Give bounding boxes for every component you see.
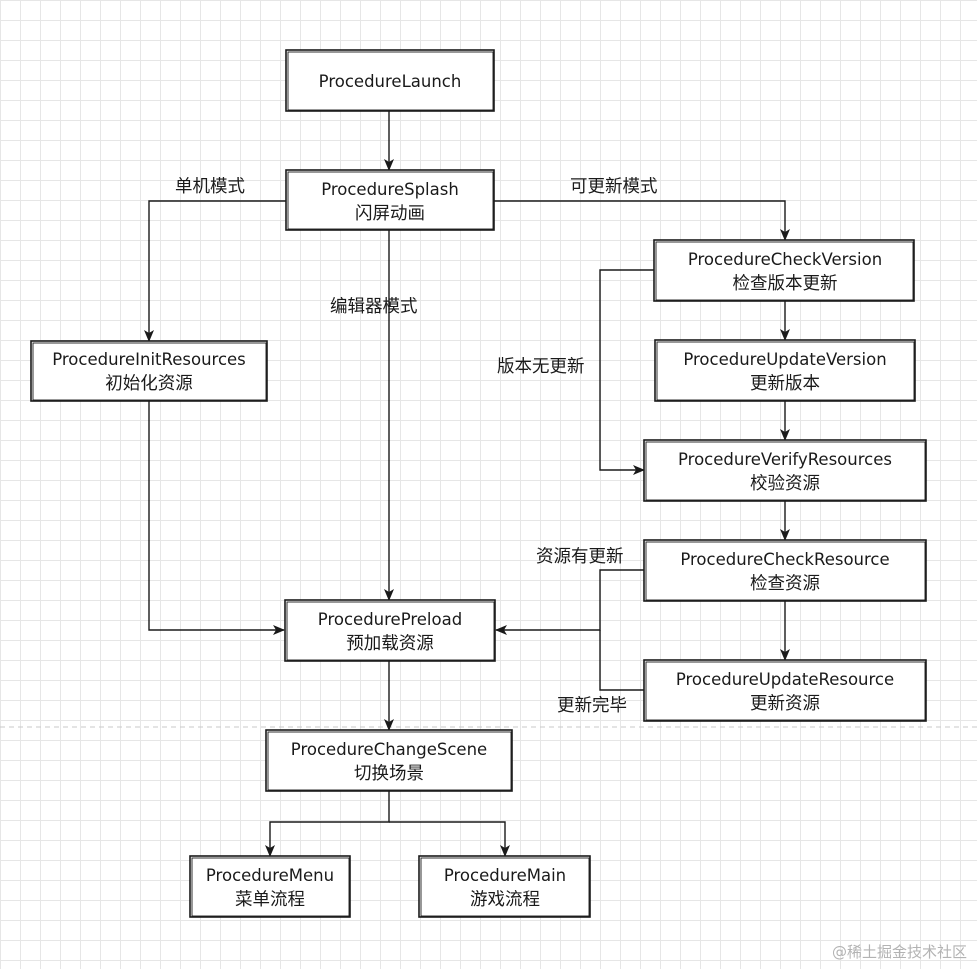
edges — [144, 111, 790, 857]
edge-change-scene-branch — [265, 791, 390, 857]
node-subtitle: 检查版本更新 — [733, 274, 838, 294]
node-subtitle: 初始化资源 — [105, 374, 193, 394]
node-subtitle: 菜单流程 — [235, 890, 305, 910]
node-title: ProcedureUpdateResource — [676, 670, 894, 689]
edge-check-resource-to-preload — [495, 569, 644, 635]
edge-change-scene-to-main — [389, 821, 510, 857]
node-title: ProcedureSplash — [321, 180, 459, 199]
node-subtitle: 游戏流程 — [470, 890, 540, 910]
label-updatable-mode: 可更新模式 — [570, 177, 658, 197]
node-subtitle: 闪屏动画 — [355, 204, 425, 224]
node-title: ProcedurePreload — [318, 610, 462, 629]
node-title: ProcedureInitResources — [52, 350, 246, 369]
label-resource-has-update: 资源有更新 — [536, 547, 624, 567]
edge-init-resources-to-preload — [148, 401, 285, 635]
node-procedure-check-version: ProcedureCheckVersion 检查版本更新 — [653, 239, 915, 302]
label-standalone-mode: 单机模式 — [175, 177, 245, 197]
node-procedure-init-resources: ProcedureInitResources 初始化资源 — [30, 340, 268, 402]
edge-update-resource-loop — [599, 630, 644, 691]
node-title: ProcedureMain — [444, 866, 566, 885]
node-title: ProcedureVerifyResources — [678, 450, 892, 469]
label-no-version-update: 版本无更新 — [497, 357, 585, 377]
edge-labels: 单机模式 可更新模式 编辑器模式 版本无更新 资源有更新 更新完毕 — [175, 177, 658, 716]
node-subtitle: 切换场景 — [354, 764, 424, 784]
node-procedure-change-scene: ProcedureChangeScene 切换场景 — [265, 729, 513, 792]
node-title: ProcedureMenu — [206, 866, 334, 885]
node-subtitle: 更新资源 — [750, 694, 820, 714]
edge-check-version-to-verify-resources — [599, 269, 654, 475]
node-procedure-launch: ProcedureLaunch — [285, 49, 495, 112]
node-procedure-update-version: ProcedureUpdateVersion 更新版本 — [654, 339, 916, 402]
node-title: ProcedureCheckVersion — [688, 250, 882, 269]
node-title: ProcedureCheckResource — [680, 550, 889, 569]
node-procedure-menu: ProcedureMenu 菜单流程 — [189, 855, 351, 918]
node-procedure-update-resource: ProcedureUpdateResource 更新资源 — [643, 659, 927, 722]
node-procedure-main: ProcedureMain 游戏流程 — [418, 855, 591, 918]
label-update-complete: 更新完毕 — [557, 696, 627, 716]
watermark-text: @稀土掘金技术社区 — [832, 943, 967, 961]
edge-splash-to-init-resources — [144, 200, 286, 342]
label-editor-mode: 编辑器模式 — [330, 297, 418, 317]
node-title: ProcedureLaunch — [319, 72, 462, 91]
node-title: ProcedureUpdateVersion — [683, 350, 886, 369]
node-title: ProcedureChangeScene — [291, 740, 487, 759]
node-subtitle: 检查资源 — [750, 574, 820, 594]
node-procedure-splash: ProcedureSplash 闪屏动画 — [285, 169, 495, 231]
edge-splash-to-check-version — [494, 200, 790, 241]
node-subtitle: 校验资源 — [750, 474, 820, 494]
node-subtitle: 更新版本 — [750, 374, 820, 394]
node-procedure-check-resource: ProcedureCheckResource 检查资源 — [643, 539, 927, 602]
node-procedure-verify-resources: ProcedureVerifyResources 校验资源 — [643, 439, 927, 502]
node-subtitle: 预加载资源 — [346, 634, 434, 654]
node-procedure-preload: ProcedurePreload 预加载资源 — [284, 599, 496, 662]
